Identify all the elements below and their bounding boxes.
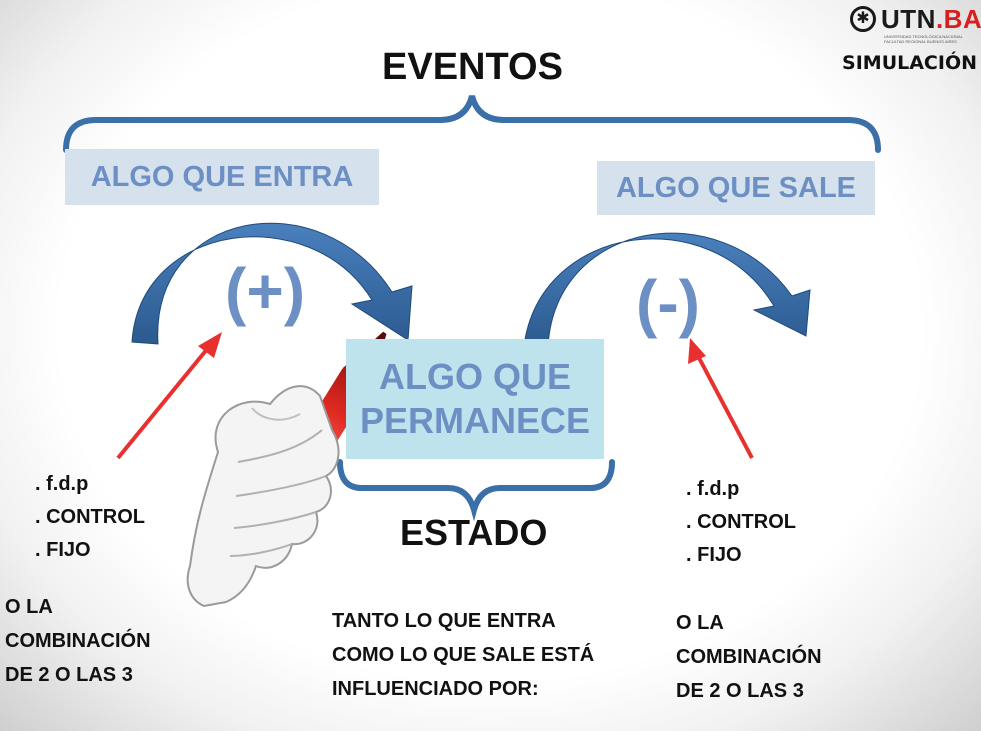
utn-emblem-icon: ✱ [850, 6, 876, 32]
output-curved-arrow [523, 232, 811, 347]
influence-note: TANTO LO QUE ENTRA COMO LO QUE SALE ESTÁ… [332, 604, 652, 706]
combo-line: O LA [676, 612, 724, 634]
combo-line: O LA [5, 596, 53, 618]
section-title: SIMULACIÓN [842, 52, 977, 74]
list-item: . CONTROL [35, 506, 145, 528]
output-box: ALGO QUE SALE [597, 161, 875, 215]
events-title: EVENTOS [382, 46, 563, 88]
right-combination-note: O LA COMBINACIÓN DE 2 O LAS 3 [676, 606, 876, 708]
note-line: INFLUENCIADO POR: [332, 678, 539, 700]
combo-line: COMBINACIÓN [676, 646, 822, 668]
top-brace [63, 95, 881, 153]
list-item: . FIJO [686, 544, 742, 566]
logo-wordmark: UTN.BA [881, 4, 981, 34]
note-line: TANTO LO QUE ENTRA [332, 610, 556, 632]
logo-subtitle: UNIVERSIDAD TECNOLÓGICA NACIONAL FACULTA… [884, 34, 963, 44]
note-line: COMO LO QUE SALE ESTÁ [332, 644, 595, 666]
list-item: . f.d.p [686, 478, 740, 500]
list-item: . f.d.p [35, 473, 89, 495]
state-line-1: ALGO QUE [378, 356, 571, 397]
state-line-2: PERMANECE [359, 400, 591, 441]
utn-ba-logo: ✱ UTN.BA UNIVERSIDAD TECNOLÓGICA NACIONA… [848, 4, 981, 44]
input-label: ALGO QUE ENTRA [90, 160, 354, 193]
combo-line: DE 2 O LAS 3 [5, 664, 133, 686]
combo-line: COMBINACIÓN [5, 630, 151, 652]
left-factor-list: . f.d.p . CONTROL . FIJO [35, 468, 145, 567]
input-curved-arrow [131, 222, 413, 345]
output-label: ALGO QUE SALE [615, 171, 857, 204]
state-title: ESTADO [400, 512, 548, 553]
red-arrow-left [116, 332, 222, 460]
red-arrow-right [688, 338, 754, 459]
bottom-brace [337, 459, 615, 522]
list-item: . CONTROL [686, 511, 796, 533]
plus-sign: (+) [225, 255, 305, 327]
right-factor-list: . f.d.p . CONTROL . FIJO [686, 473, 796, 572]
minus-sign: (-) [636, 267, 700, 339]
list-item: . FIJO [35, 539, 91, 561]
left-combination-note: O LA COMBINACIÓN DE 2 O LAS 3 [5, 590, 205, 692]
input-box: ALGO QUE ENTRA [65, 149, 379, 205]
state-box: ALGO QUE PERMANECE [346, 339, 604, 459]
combo-line: DE 2 O LAS 3 [676, 680, 804, 702]
